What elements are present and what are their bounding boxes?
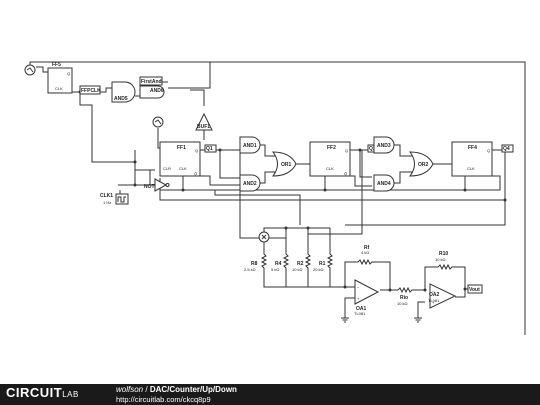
svg-text:CLK: CLK: [326, 166, 334, 171]
svg-text:Q2: Q2: [369, 146, 376, 152]
svg-text:5 kΩ: 5 kΩ: [271, 267, 279, 272]
svg-text:10 kΩ: 10 kΩ: [435, 257, 446, 262]
and4-gate: AND4: [373, 174, 395, 192]
svg-text:AND4: AND4: [377, 181, 391, 187]
svg-text:AND5: AND5: [114, 96, 128, 102]
svg-text:R4: R4: [275, 261, 282, 267]
ff5-flip-flop: FF5 CLK Q: [24, 62, 73, 94]
svg-text:Q̄: Q̄: [344, 171, 347, 176]
and5-gate: AND5: [111, 81, 136, 103]
firstand-probe: [139, 76, 163, 86]
svg-text:OR1: OR1: [281, 162, 292, 168]
circuit-schematic: FF5 CLK Q FFPCLK AND5 FirstAnd AND6 BUF1…: [24, 61, 526, 335]
svg-text:AND1: AND1: [243, 143, 257, 149]
svg-text:TL081: TL081: [428, 298, 440, 303]
resistor-r4: R4 5 kΩ: [271, 250, 290, 278]
svg-text:FF1: FF1: [177, 145, 186, 151]
svg-text:−: −: [432, 289, 435, 294]
svg-text:+: +: [432, 300, 435, 305]
buf1-buffer: BUF1: [195, 112, 213, 131]
svg-text:Q: Q: [67, 71, 70, 76]
svg-text:Q1: Q1: [206, 146, 213, 152]
ground-icon: [341, 317, 349, 323]
svg-text:Rio: Rio: [400, 295, 408, 301]
opamp-oa2: − + OA2 OA2 TL081: [414, 283, 457, 323]
svg-text:CLK: CLK: [55, 86, 63, 91]
svg-text:Q: Q: [487, 148, 490, 153]
svg-text:CLK: CLK: [467, 166, 475, 171]
svg-text:Q4: Q4: [503, 146, 510, 152]
ground-icon: [414, 317, 422, 323]
svg-text:FFPCLK: FFPCLK: [81, 88, 101, 94]
svg-text:Vout: Vout: [469, 287, 480, 293]
ff5-source-icon: [24, 64, 36, 76]
svg-text:20 kΩ: 20 kΩ: [313, 267, 324, 272]
resistor-r10: R10 10 kΩ: [435, 251, 455, 271]
svg-text:OA1: OA1: [356, 306, 367, 312]
svg-text:1 Hz: 1 Hz: [103, 200, 111, 205]
and6-gate: FirstAnd AND6: [139, 76, 165, 99]
vout-probe: Vout: [467, 284, 483, 294]
ff5-label: FF5: [52, 62, 61, 68]
svg-text:R1: R1: [319, 261, 326, 267]
ffpclk-probe: FFPCLK: [79, 85, 101, 95]
svg-text:CLK1: CLK1: [100, 193, 113, 199]
svg-text:Q: Q: [195, 148, 198, 153]
resistor-rf: Rf 4 kΩ: [355, 245, 378, 266]
svg-text:FirstAnd: FirstAnd: [141, 79, 162, 85]
svg-text:10 kΩ: 10 kΩ: [292, 267, 303, 272]
svg-text:AND6: AND6: [150, 88, 164, 94]
svg-text:NOT: NOT: [144, 184, 155, 190]
svg-text:−: −: [357, 285, 360, 290]
resistor-rio: Rio 10 kΩ: [396, 286, 414, 306]
ff4-flip-flop: FF4 CLK Q Q4: [451, 141, 514, 177]
resistor-r1: R1 20 kΩ: [313, 250, 334, 278]
svg-text:R10: R10: [439, 251, 448, 257]
ff1-source-icon: [152, 116, 164, 128]
svg-text:BUF1: BUF1: [197, 124, 210, 130]
or1-gate: OR1: [272, 151, 297, 177]
svg-text:TL081: TL081: [354, 311, 366, 316]
author-name[interactable]: wolfson: [116, 385, 144, 394]
svg-text:R8: R8: [251, 261, 258, 267]
footer-bar: CIRCUITLAB wolfson / DAC/Counter/Up/Down…: [0, 384, 540, 405]
circuit-url-link[interactable]: http://circuitlab.com/ckcq8p9: [116, 395, 211, 404]
oa2-label: OA2: [429, 292, 440, 298]
svg-text:AND3: AND3: [377, 143, 391, 149]
svg-text:Q̄: Q̄: [194, 171, 197, 176]
svg-text:AND2: AND2: [243, 181, 257, 187]
not-gate: NOT: [144, 178, 170, 192]
ff1-source: [152, 116, 164, 128]
svg-text:CLR: CLR: [163, 166, 171, 171]
opamp-oa1: − + OA1 TL081: [341, 279, 380, 323]
circuitlab-logo: CIRCUITLAB: [6, 385, 79, 400]
ff1-flip-flop: FF1 CLK CLR Q Q̄ Q1: [159, 141, 217, 177]
circuit-name[interactable]: DAC/Counter/Up/Down: [149, 385, 237, 394]
and1-gate: AND1: [239, 136, 261, 154]
dac-reference-source: [258, 231, 270, 250]
and3-gate: AND3: [373, 136, 395, 154]
resistor-r2: R2 10 kΩ: [292, 250, 312, 278]
svg-text:+: +: [357, 296, 360, 301]
svg-text:2.5 kΩ: 2.5 kΩ: [244, 267, 256, 272]
clk1-clock-source: CLK1 1 Hz: [100, 193, 129, 205]
or2-gate: OR2: [409, 151, 434, 177]
ff2-flip-flop: FF2 CLK Q Q̄ Q2: [309, 141, 380, 177]
svg-text:R2: R2: [297, 261, 304, 267]
svg-text:10 kΩ: 10 kΩ: [397, 301, 408, 306]
resistor-r8: R8 2.5 kΩ: [244, 250, 268, 278]
svg-text:FF2: FF2: [327, 145, 336, 151]
svg-text:Q: Q: [345, 148, 348, 153]
circuit-title: wolfson / DAC/Counter/Up/Down: [116, 385, 237, 394]
svg-text:CLK: CLK: [179, 166, 187, 171]
junction-dots: [78, 90, 507, 292]
svg-text:4 kΩ: 4 kΩ: [361, 250, 369, 255]
svg-text:OR2: OR2: [418, 162, 429, 168]
svg-text:FF4: FF4: [468, 145, 477, 151]
svg-text:Rf: Rf: [364, 245, 370, 251]
and2-gate: AND2: [239, 174, 261, 192]
